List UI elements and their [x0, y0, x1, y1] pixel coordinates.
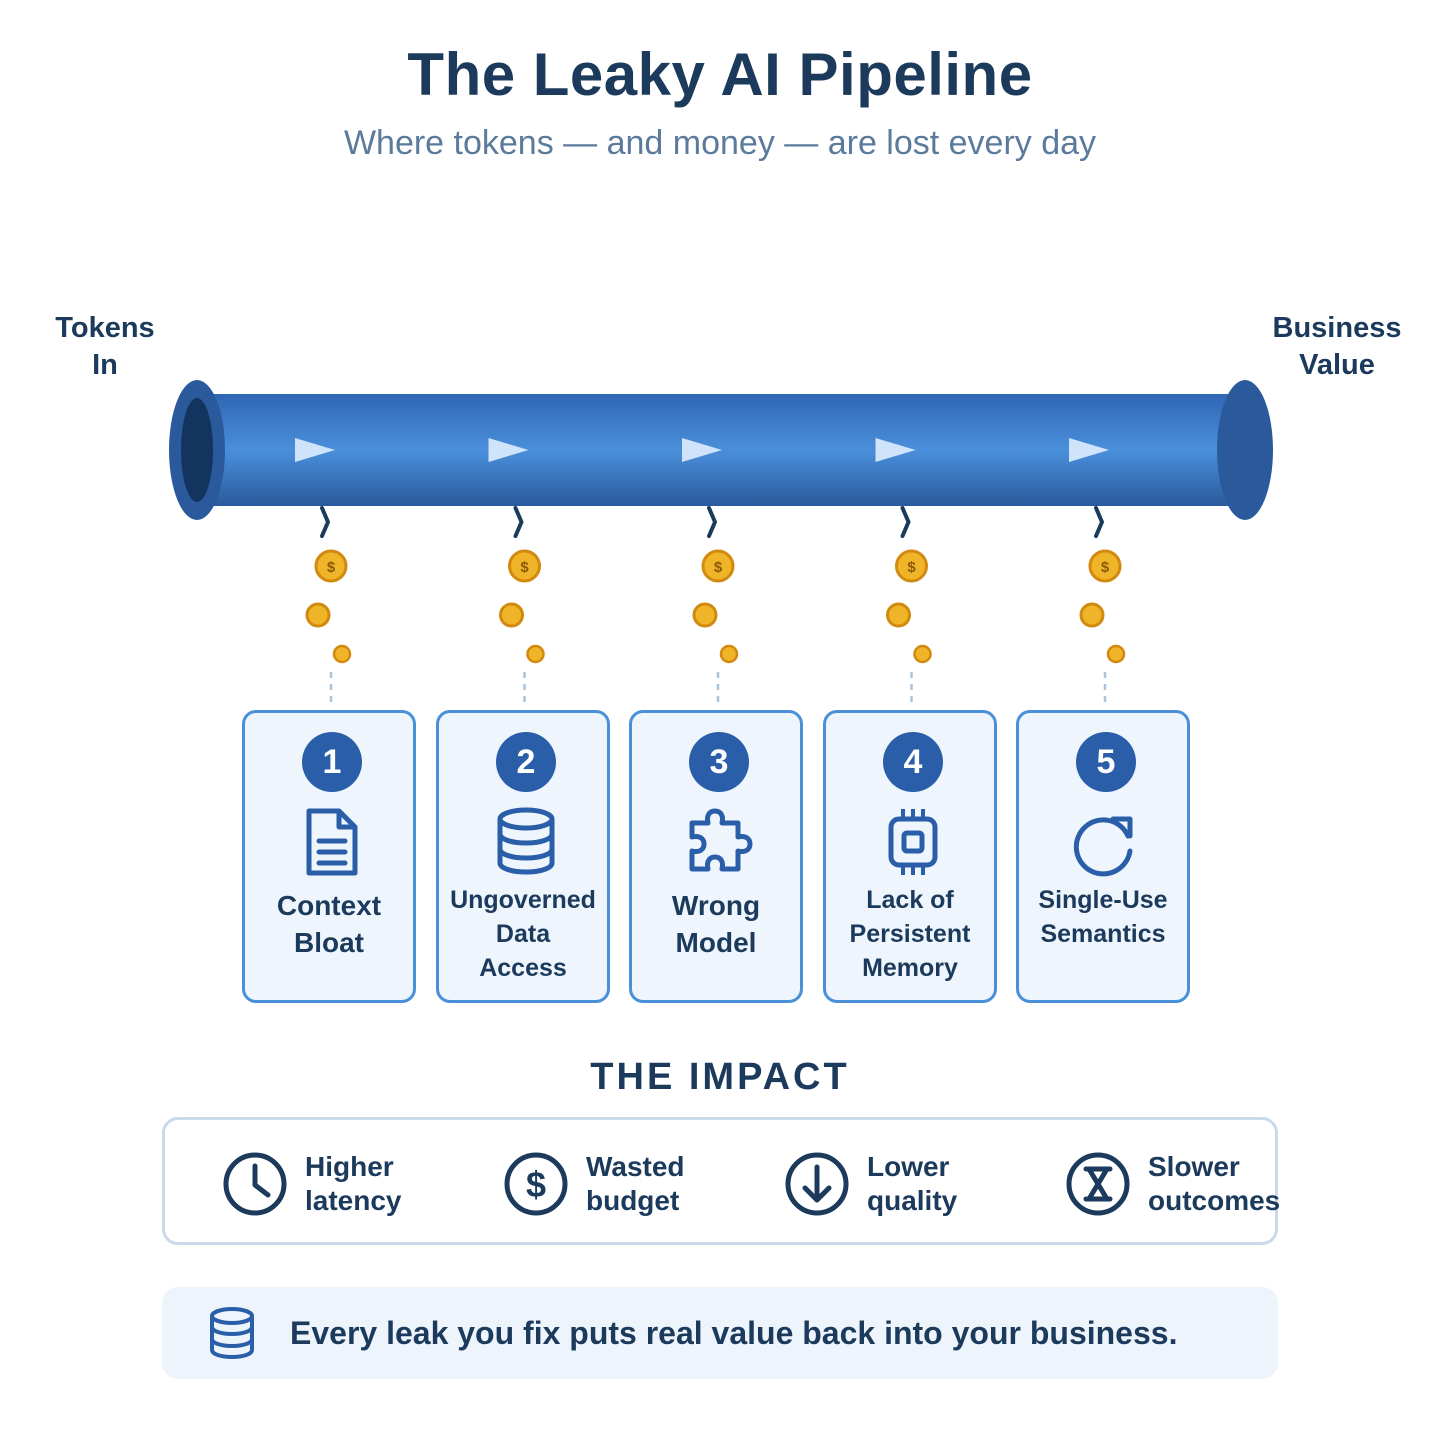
impact-heading: THE IMPACT — [590, 1056, 850, 1098]
leak-number-badge: 5 — [1076, 732, 1136, 792]
flow-arrow — [875, 438, 916, 462]
svg-text:$: $ — [526, 1164, 546, 1205]
coin-symbol: $ — [327, 559, 336, 576]
leak-number-badge: 3 — [689, 732, 749, 792]
pipe-crack — [900, 506, 911, 538]
pipe-crack — [320, 506, 330, 538]
leak-drop — [1106, 644, 1126, 664]
flow-arrow — [682, 438, 722, 462]
leak-drop — [719, 644, 739, 664]
leak-drop — [886, 602, 911, 628]
leak-drop — [526, 644, 545, 664]
leak-drop — [913, 644, 932, 664]
page-subtitle: Where tokens — and money — are lost ever… — [343, 124, 1097, 162]
document-icon — [306, 808, 358, 876]
flow-arrow — [295, 438, 335, 462]
leak-drop — [332, 644, 352, 664]
business-value-label: Business Value — [1272, 312, 1402, 381]
tokens-in-label: Tokens In — [55, 312, 155, 381]
leaking-coin — [508, 549, 541, 583]
database-icon — [210, 1307, 254, 1360]
down-arrow-icon — [785, 1152, 849, 1216]
pipe-crack — [1094, 506, 1104, 538]
leak-drop — [1079, 602, 1105, 628]
pipe-crack — [513, 506, 524, 538]
hourglass-icon — [1066, 1152, 1130, 1216]
leak-number-badge: 2 — [496, 732, 556, 792]
leak-drop — [499, 602, 524, 628]
coin-symbol: $ — [907, 559, 916, 576]
leaking-coin — [895, 549, 928, 583]
database-icon — [497, 807, 555, 875]
coin-symbol: $ — [1101, 559, 1110, 576]
footer-banner: Every leak you fix puts real value back … — [162, 1287, 1278, 1379]
leak-drop — [692, 602, 718, 628]
leaking-coin — [701, 549, 735, 583]
page-title: The Leaky AI Pipeline — [407, 41, 1033, 108]
leaking-coin — [314, 549, 348, 583]
flow-arrow — [488, 438, 529, 462]
coin-symbol: $ — [714, 559, 723, 576]
pipe-outlet-cap — [1217, 380, 1273, 520]
pipe-inlet-opening — [181, 398, 213, 502]
pipeline-graphic: $ $ $ $ $ — [169, 380, 1273, 708]
chip-icon — [888, 809, 938, 875]
coin-symbol: $ — [520, 559, 529, 576]
refresh-icon — [1073, 816, 1133, 877]
clock-icon — [223, 1152, 287, 1216]
leak-drop — [305, 602, 331, 628]
pipe-crack — [707, 506, 717, 538]
footer-message: Every leak you fix puts real value back … — [290, 1315, 1178, 1351]
puzzle-icon — [689, 808, 753, 872]
dollar-icon: $ — [504, 1152, 568, 1216]
flow-arrow — [1069, 438, 1109, 462]
leaking-coin — [1088, 549, 1122, 583]
leak-number-badge: 1 — [302, 732, 362, 792]
leak-number-badge: 4 — [883, 732, 943, 792]
